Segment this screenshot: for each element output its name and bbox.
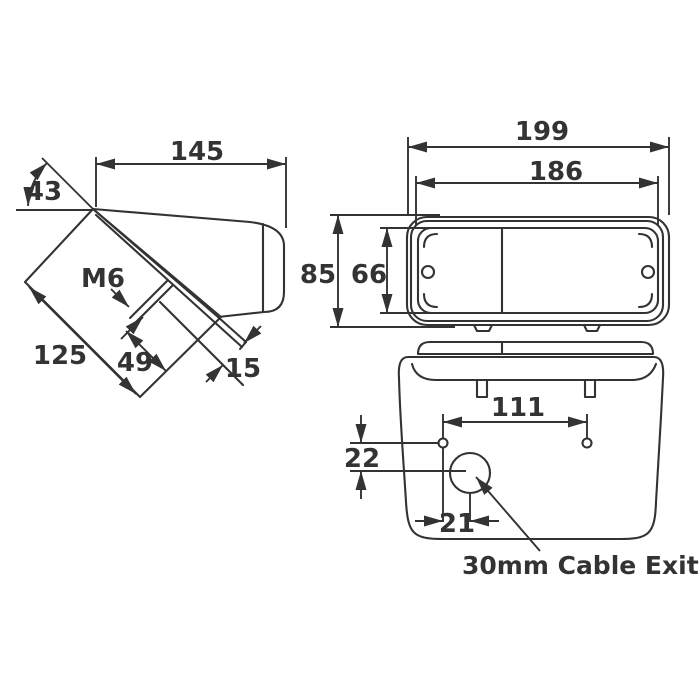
front-view: 199 186 85 66 <box>300 117 671 333</box>
side-bracket-length-value: 125 <box>33 341 87 371</box>
side-bracket-face-extension-line <box>216 315 248 344</box>
side-stud-position-pointer <box>120 316 144 340</box>
rear-inner-shoulder-line <box>410 362 658 382</box>
front-lens-corner-shoulders <box>422 232 654 309</box>
front-overall-height-value: 85 <box>300 260 336 290</box>
side-lamp-body-outline <box>91 207 286 319</box>
front-bottom-clip-tabs <box>472 323 602 333</box>
side-m6-stud-line-1 <box>128 279 169 320</box>
side-end-offset-arrow-upper <box>243 325 262 344</box>
side-end-offset-value: 15 <box>225 354 261 384</box>
side-stud-position-value: 49 <box>117 348 153 378</box>
side-bracket-inner-face-line <box>94 213 244 349</box>
rear-view: 111 22 21 30mm Cable Exit <box>344 340 699 580</box>
side-angle-value: 43 <box>26 177 62 207</box>
side-m6-stud-line-2 <box>133 284 174 325</box>
rear-hole-spacing-value: 111 <box>491 393 545 423</box>
front-overall-height-ext-lines <box>330 214 455 328</box>
front-lens-outline <box>416 226 660 315</box>
rear-cable-exit-leader-arrow <box>475 476 541 552</box>
side-bracket-plate-outline <box>23 207 223 399</box>
rear-vert-offset-leader-lines <box>350 442 466 472</box>
rear-vert-offset-value: 22 <box>344 444 380 474</box>
rear-clip-slots <box>475 378 597 399</box>
side-width-value: 145 <box>170 137 224 167</box>
front-housing-inner-wall <box>409 219 665 323</box>
side-stud-thread-label: M6 <box>81 264 125 294</box>
rear-horiz-offset-value: 21 <box>439 509 475 539</box>
side-angle-arc <box>23 162 48 207</box>
rear-hole-spacing-ext-lines <box>442 414 588 522</box>
rear-cable-exit-label: 30mm Cable Exit <box>462 551 699 580</box>
front-screw-hole-right <box>640 264 656 280</box>
front-screw-hole-left <box>420 264 436 280</box>
rear-mounting-hole-left <box>437 437 449 449</box>
side-angle-diagonal-ref-line <box>41 157 94 210</box>
front-lens-height-value: 66 <box>351 260 387 290</box>
side-bracket-step-line <box>158 300 245 387</box>
side-m6-leader-arrow <box>110 288 130 308</box>
rear-top-band-outline <box>416 340 655 356</box>
front-lens-height-ext-lines <box>380 227 447 314</box>
rear-body-outline <box>397 355 665 541</box>
rear-mounting-hole-right <box>581 437 593 449</box>
front-lens-width-value: 186 <box>529 157 583 187</box>
side-end-offset-arrow-lower <box>205 364 224 383</box>
side-stud-position-dim-line <box>125 330 167 372</box>
front-overall-width-value: 199 <box>515 117 569 147</box>
side-bracket-length-dim-line <box>28 286 137 395</box>
side-view: 145 43 M6 125 49 15 <box>16 137 287 399</box>
front-housing-outer-outline <box>405 215 671 327</box>
